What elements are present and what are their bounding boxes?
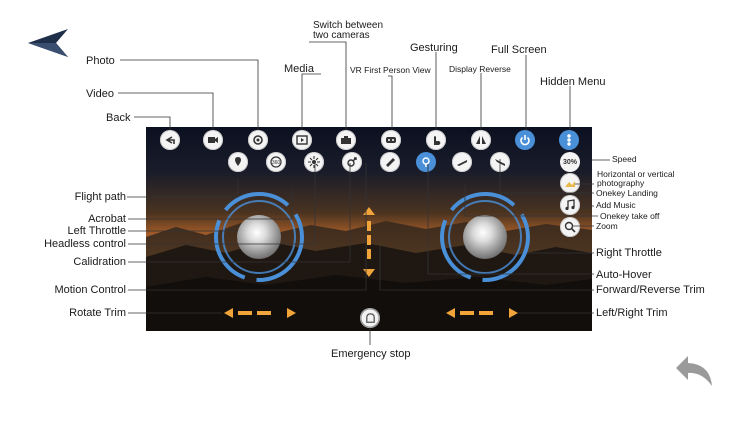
left-throttle-joystick[interactable] [213,191,305,283]
onekey-takeoff-icon[interactable] [452,152,472,172]
label-right-throttle: Right Throttle [596,247,662,259]
emergency-stop-icon [365,312,375,323]
label-switch-cameras: Switch between two cameras [313,20,384,41]
svg-text:360: 360 [272,160,281,166]
forward-reverse-trim-slider[interactable] [362,207,376,277]
left-joystick-knob[interactable] [237,215,281,259]
rotate-trim-slider[interactable] [224,307,296,319]
music-note-icon[interactable] [560,195,580,215]
label-display-reverse: Display Reverse [449,64,511,74]
fullscreen-power-icon[interactable] [515,130,535,150]
auto-hover-icon[interactable] [416,152,436,172]
video-icon[interactable] [203,130,223,150]
headless-icon[interactable] [304,152,324,172]
label-vr-first-person: VR First Person View [350,65,431,75]
switch-camera-icon[interactable] [336,130,356,150]
calibration-icon[interactable] [342,152,362,172]
label-media: Media [284,63,314,75]
onekey-landing-icon[interactable] [490,152,510,172]
back-icon[interactable] [160,130,180,150]
label-zoom: Zoom [596,221,618,231]
label-auto-hover: Auto-Hover [596,269,652,281]
emergency-stop-button[interactable] [360,308,380,328]
label-add-music: Add Music [596,200,636,210]
motion-control-icon[interactable] [380,152,400,172]
label-back: Back [106,112,131,124]
label-calibration: Calidration [73,256,126,268]
nav-back-arrow-icon[interactable] [26,27,70,59]
label-emergency-stop: Emergency stop [331,348,411,360]
hidden-menu-icon[interactable] [559,130,579,150]
return-arrow-icon[interactable] [674,352,714,388]
flight-path-icon[interactable] [228,152,248,172]
right-joystick-knob[interactable] [463,215,507,259]
vr-icon[interactable] [381,130,401,150]
label-headless-control: Headless control [44,238,126,250]
speed-indicator[interactable]: 30% [560,152,580,172]
display-reverse-icon[interactable] [471,130,491,150]
label-flight-path: Flight path [74,191,126,203]
label-speed: Speed [612,154,637,164]
orientation-photo-icon[interactable] [560,173,580,193]
label-acrobat: Acrobat [88,213,126,225]
left-right-trim-slider[interactable] [446,307,518,319]
label-video: Video [86,88,114,100]
label-horizontal-vertical: Horizontal or vertical photography [597,169,675,188]
right-throttle-joystick[interactable] [439,191,531,283]
label-rotate-trim: Rotate Trim [69,307,126,319]
acrobat-360-icon[interactable]: 360 [266,152,286,172]
label-hidden-menu: Hidden Menu [540,76,606,88]
label-left-right-trim: Left/Right Trim [596,307,668,319]
label-onekey-takeoff: Onekey take off [600,211,660,221]
gesture-icon[interactable] [426,130,446,150]
media-icon[interactable] [292,130,312,150]
label-onekey-landing: Onekey Landing [596,188,658,198]
zoom-icon[interactable] [560,217,580,237]
label-full-screen: Full Screen [491,44,547,56]
flight-control-screen: 360 30% [146,127,592,331]
label-gesturing: Gesturing [410,42,458,54]
label-forward-reverse-trim: Forward/Reverse Trim [596,284,705,296]
label-left-throttle: Left Throttle [67,225,127,237]
photo-icon[interactable] [248,130,268,150]
label-photo: Photo [86,55,115,67]
label-motion-control: Motion Control [54,284,126,296]
